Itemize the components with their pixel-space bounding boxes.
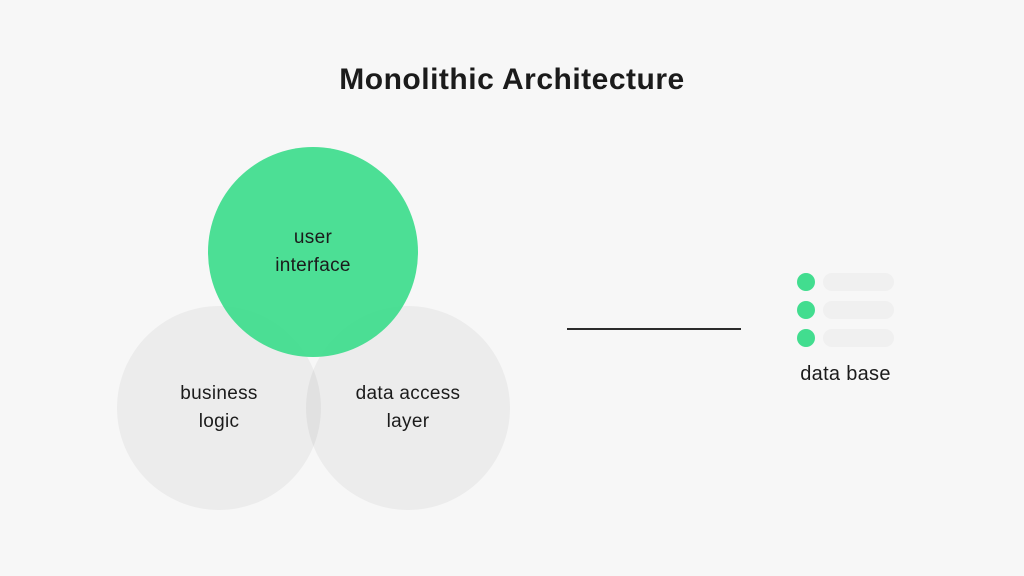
db-bar-icon (823, 273, 894, 291)
circle-label-line: interface (275, 255, 351, 276)
db-dot-icon (797, 273, 815, 291)
database-group: data base (797, 273, 894, 385)
circle-data-access-layer-label: data access layer (356, 380, 461, 436)
db-bar-icon (823, 329, 894, 347)
circle-user-interface-label: user interface (275, 224, 351, 280)
db-dot-icon (797, 329, 815, 347)
database-row (797, 273, 894, 291)
database-row (797, 329, 894, 347)
database-icon (797, 273, 894, 347)
connector-line (567, 328, 741, 330)
circle-label-line: business (180, 383, 258, 404)
database-label: data base (800, 363, 891, 385)
circle-label-line: user (293, 227, 333, 248)
db-dot-icon (797, 301, 815, 319)
circle-business-logic-label: business logic (180, 380, 257, 436)
circle-label-line: logic (198, 411, 240, 432)
db-bar-icon (823, 301, 894, 319)
database-row (797, 301, 894, 319)
circle-user-interface: user interface (208, 147, 418, 357)
diagram-title: Monolithic Architecture (339, 63, 685, 96)
circle-label-line: data access (355, 383, 461, 404)
circle-label-line: layer (386, 411, 430, 432)
